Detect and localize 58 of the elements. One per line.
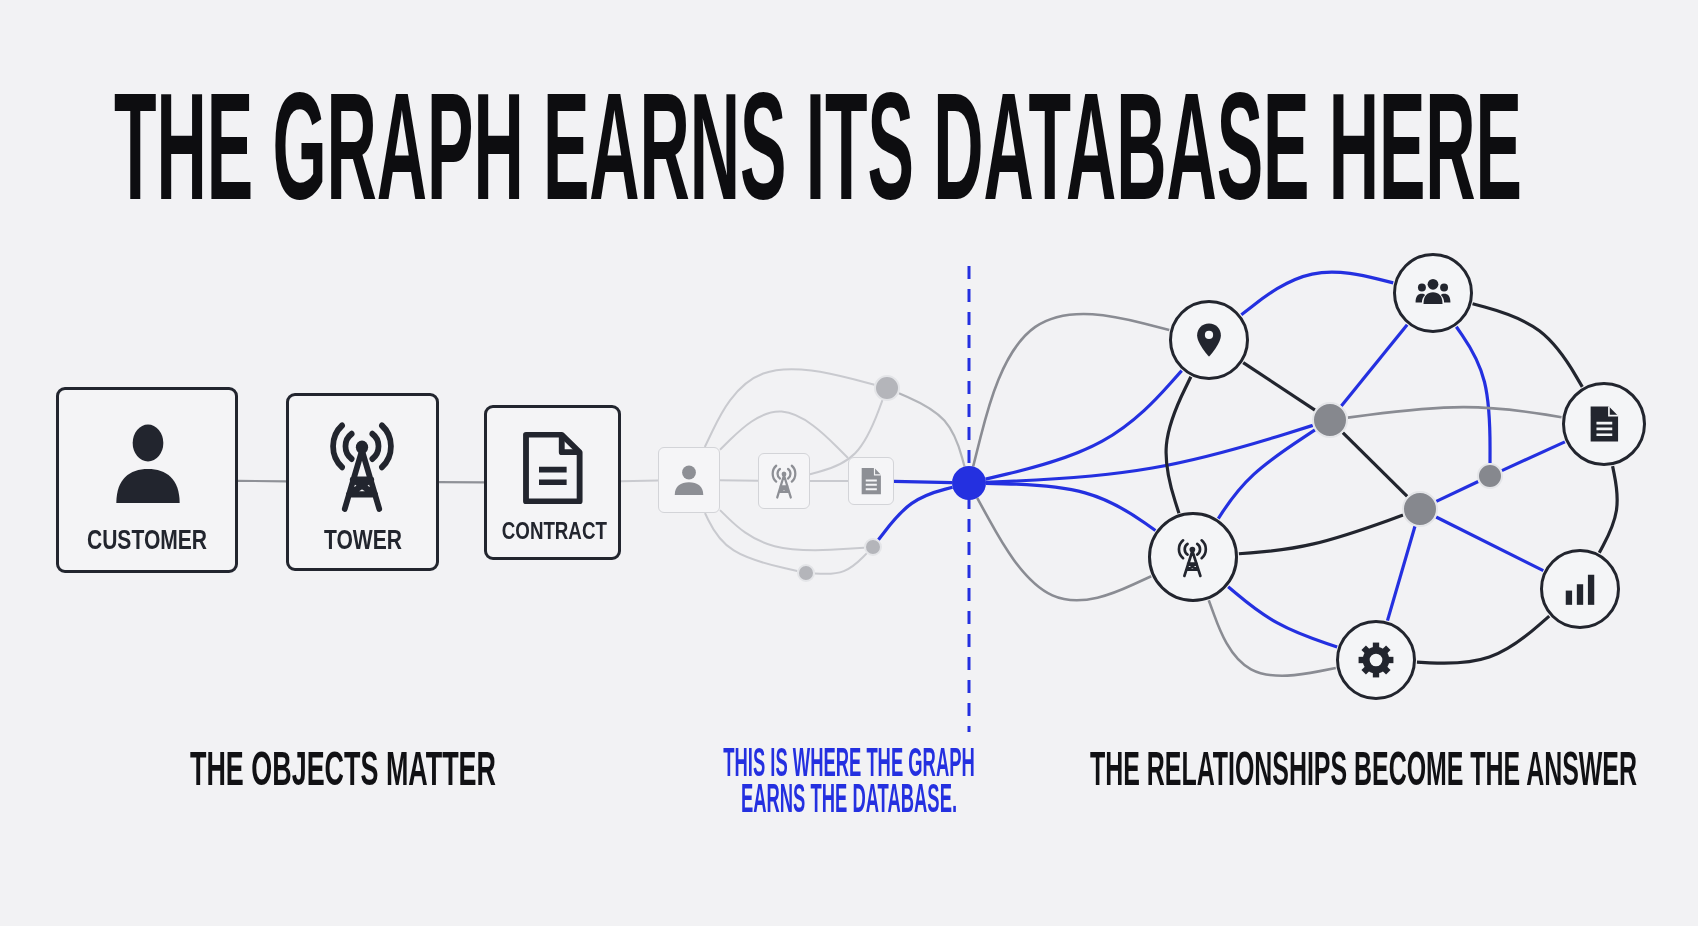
- connector-line: [1238, 513, 1404, 556]
- object-label: CONTRACT: [501, 519, 607, 543]
- icon-node: [1148, 512, 1238, 602]
- connector-line: [985, 481, 1157, 532]
- connector-line: [893, 479, 953, 485]
- graph-dot: [1402, 491, 1438, 527]
- connector-line: [985, 369, 1183, 481]
- connector-line: [1340, 323, 1409, 408]
- connector-line: [809, 399, 884, 476]
- connector-line: [1347, 405, 1562, 419]
- connector-line: [703, 512, 799, 572]
- connector-line: [439, 481, 484, 484]
- title: THE GRAPH EARNS ITS DATABASE HERE: [114, 70, 1522, 222]
- connector-line: [809, 480, 849, 482]
- connector-line: [238, 479, 286, 483]
- connector-line: [1240, 270, 1394, 317]
- object-card: [286, 393, 439, 571]
- connector-line: [1207, 599, 1337, 678]
- faded-card: [758, 453, 810, 509]
- connector-line: [703, 368, 876, 448]
- hub-node: [952, 466, 986, 500]
- section-caption: THE OBJECTS MATTER: [190, 745, 496, 793]
- connector-line: [877, 485, 953, 541]
- connector-line: [1472, 302, 1584, 388]
- object-label: TOWER: [323, 526, 402, 554]
- object-card: [484, 405, 621, 560]
- connector-line: [719, 410, 849, 459]
- graph-dot: [874, 375, 900, 401]
- connector-line: [1501, 440, 1566, 473]
- object-card: [56, 387, 238, 573]
- graph-dot: [1312, 402, 1348, 438]
- connector-line: [1597, 465, 1619, 554]
- connector-line: [898, 392, 966, 467]
- connector-line: [1416, 614, 1551, 665]
- connector-line: [719, 479, 759, 482]
- graph-dot: [1477, 463, 1503, 489]
- connector-line: [1242, 361, 1316, 412]
- callout-text: THIS IS WHERE THE GRAPH EARNS THE DATABASE.: [722, 744, 976, 816]
- connector-line: [1385, 525, 1417, 622]
- section-caption: THE RELATIONSHIPS BECOME THE ANSWER: [1090, 745, 1637, 793]
- connector-line: [814, 552, 868, 575]
- connector-line: [719, 509, 865, 552]
- connector-line: [976, 497, 1152, 602]
- graph-dot: [797, 564, 815, 582]
- connector-line: [1455, 325, 1492, 463]
- faded-card: [848, 457, 894, 505]
- object-label: CUSTOMER: [86, 526, 208, 554]
- connector-line: [1341, 431, 1409, 498]
- connector-line: [1435, 515, 1545, 573]
- connector-line: [620, 479, 659, 483]
- connector-line: [1216, 428, 1316, 520]
- connector-line: [985, 423, 1314, 484]
- connector-line: [1227, 585, 1338, 649]
- graph-dot: [864, 538, 882, 556]
- connector-line: [971, 312, 1170, 467]
- faded-card: [658, 447, 720, 513]
- connector-line: [1164, 376, 1193, 514]
- connector-line: [1435, 480, 1479, 503]
